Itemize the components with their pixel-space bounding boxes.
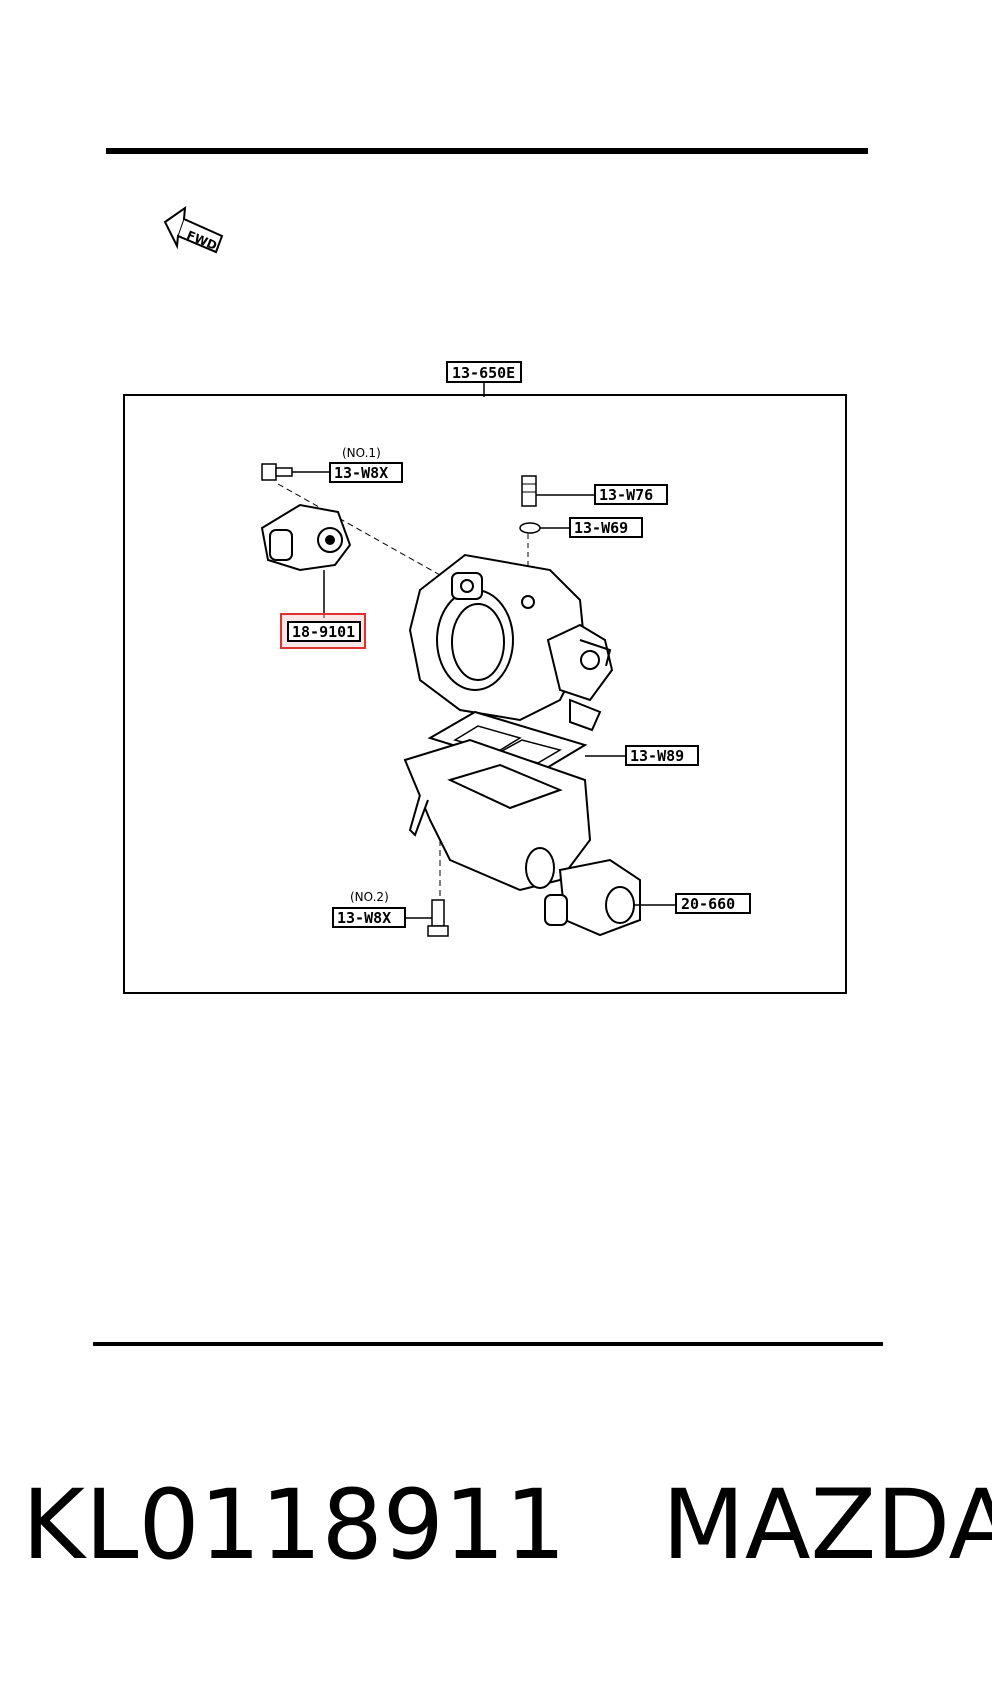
svg-text:13-W8X: 13-W8X <box>337 909 391 927</box>
svg-text:13-W89: 13-W89 <box>630 747 684 765</box>
gasket-w89: 13-W89 <box>427 710 699 774</box>
part-number: KL0118911 <box>22 1469 566 1581</box>
svg-text:20-660: 20-660 <box>681 895 735 913</box>
svg-text:(NO.1): (NO.1) <box>342 446 381 460</box>
throttle-position-sensor <box>260 503 352 618</box>
svg-text:13-W69: 13-W69 <box>574 519 628 537</box>
top-rule <box>106 148 868 154</box>
svg-text:13-650E: 13-650E <box>452 364 515 382</box>
o-ring-w69: 13-W69 <box>519 517 643 538</box>
callout-assembly: 13-650E <box>446 361 522 397</box>
bolt-no1: (NO.1) 13-W8X <box>261 446 403 483</box>
svg-text:13-W8X: 13-W8X <box>334 464 388 482</box>
bolt-no2: (NO.2) 13-W8X <box>332 890 449 937</box>
svg-text:13-W76: 13-W76 <box>599 486 653 504</box>
footer-caption: KL0118911 MAZDA <box>22 1469 992 1581</box>
throttle-body <box>408 553 614 732</box>
svg-text:18-9101: 18-9101 <box>292 623 355 641</box>
svg-text:(NO.2): (NO.2) <box>350 890 389 904</box>
fwd-arrow-icon: FWD <box>163 205 224 254</box>
callout-18-9101: 18-9101 <box>280 613 366 649</box>
brand-name: MAZDA <box>661 1469 992 1581</box>
bottom-rule <box>93 1342 883 1346</box>
diagram-frame <box>123 394 847 994</box>
exploded-parts-diagram: FWD 13-650E (NO.1) 13-W8X 18-9101 <box>123 205 847 994</box>
idle-air-control-valve: 20-660 <box>544 858 751 937</box>
screw-w76: 13-W76 <box>521 475 668 507</box>
lower-housing <box>403 738 592 892</box>
